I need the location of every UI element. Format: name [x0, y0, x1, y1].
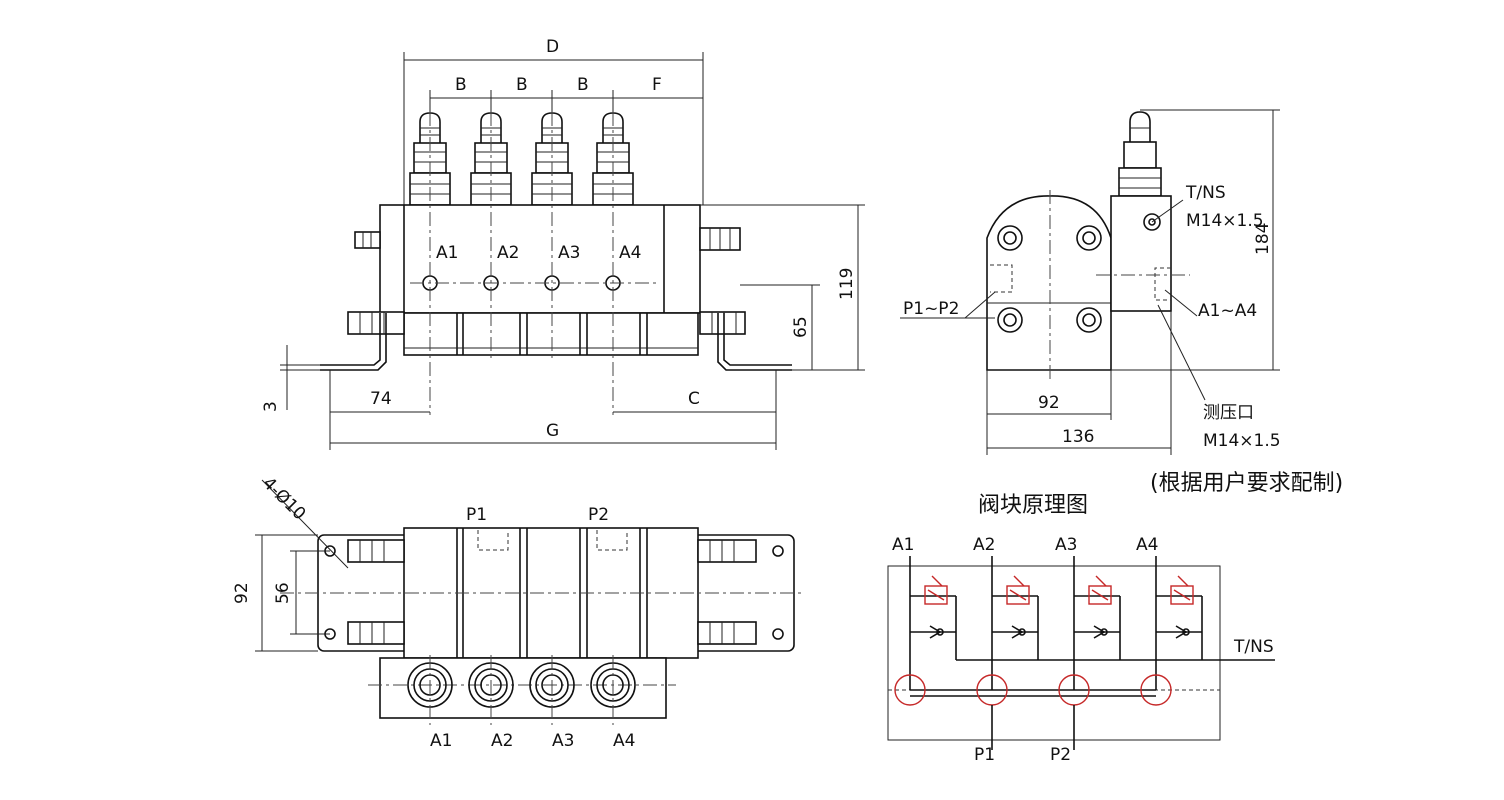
dim-B-2: B — [516, 75, 528, 95]
schem-valve-units — [910, 575, 1203, 660]
dim-3: 3 — [261, 401, 281, 412]
front-port-label-a4: A4 — [619, 243, 641, 263]
side-label-p: P1~P2 — [903, 299, 959, 319]
dim-92-side: 92 — [1038, 393, 1060, 413]
dim-B-3: B — [577, 75, 589, 95]
front-port-label-a1: A1 — [436, 243, 458, 263]
schem-label-p1: P1 — [974, 745, 995, 765]
top-port-label-a4: A4 — [613, 731, 635, 751]
front-port-label-a3: A3 — [558, 243, 580, 263]
schematic: 阀块原理图 A1 A2 A3 A4 — [887, 493, 1275, 765]
schem-channels — [909, 556, 1157, 690]
dim-G: G — [546, 421, 559, 441]
dim-119: 119 — [837, 268, 857, 300]
top-view: P1 P2 A1 A2 A3 A4 4-Ø10 — [232, 473, 805, 751]
dim-92-top: 92 — [232, 582, 252, 604]
holes-label: 4-Ø10 — [258, 473, 309, 524]
side-bolts-heads — [997, 225, 1102, 333]
side-label-tns: T/NS — [1185, 183, 1226, 203]
gauge-port-thread: M14×1.5 — [1203, 431, 1281, 451]
side-label-a: A1~A4 — [1198, 301, 1257, 321]
top-label-p1: P1 — [466, 505, 487, 525]
top-port-label-a2: A2 — [491, 731, 513, 751]
dim-65: 65 — [791, 316, 811, 338]
dim-C: C — [688, 389, 700, 409]
schem-port-a2: A2 — [973, 535, 995, 555]
dim-D: D — [546, 37, 559, 57]
side-bolts — [347, 227, 746, 335]
schematic-title: 阀块原理图 — [978, 493, 1088, 518]
top-port-label-a3: A3 — [552, 731, 574, 751]
dim-F: F — [652, 75, 662, 95]
schem-port-a1: A1 — [892, 535, 914, 555]
side-label-thread: M14×1.5 — [1186, 211, 1264, 231]
dim-136: 136 — [1062, 427, 1094, 447]
schem-port-a4: A4 — [1136, 535, 1158, 555]
top-label-p2: P2 — [588, 505, 609, 525]
schem-label-tns: T/NS — [1233, 637, 1274, 657]
top-fittings — [409, 112, 634, 206]
schem-label-p2: P2 — [1050, 745, 1071, 765]
schem-port-a3: A3 — [1055, 535, 1077, 555]
gauge-port-label: 测压口 — [1203, 403, 1254, 423]
top-port-label-a1: A1 — [430, 731, 452, 751]
config-note: (根据用户要求配制) — [1150, 471, 1343, 496]
top-view-fittings — [347, 539, 757, 645]
dim-56: 56 — [273, 582, 293, 604]
side-view: T/NS M14×1.5 P1~P2 A1~A4 测压口 M14×1.5 184… — [900, 109, 1343, 496]
dim-B-1: B — [455, 75, 467, 95]
dim-74: 74 — [370, 389, 392, 409]
dim-184: 184 — [1253, 223, 1273, 255]
front-port-label-a2: A2 — [497, 243, 519, 263]
front-view: D B B B F — [261, 37, 865, 450]
